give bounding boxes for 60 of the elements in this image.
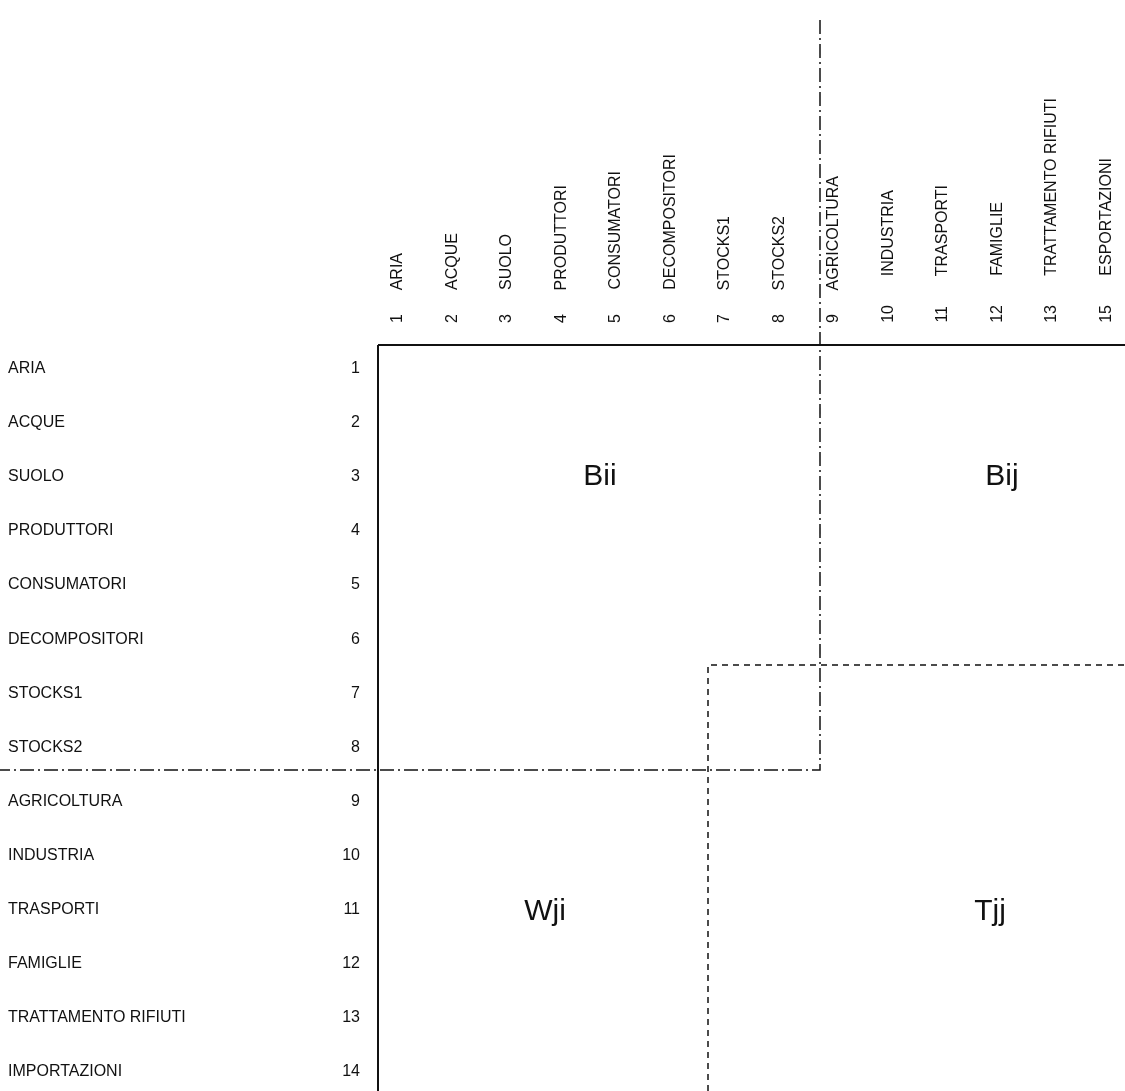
column-number: 7 bbox=[715, 314, 733, 323]
row-header: SUOLO bbox=[8, 466, 64, 487]
block-label: Bii bbox=[583, 457, 617, 493]
column-number: 6 bbox=[660, 314, 679, 323]
column-header: PRODUTTORI bbox=[551, 184, 570, 290]
row-number: 9 bbox=[351, 790, 360, 811]
row-header: CONSUMATORI bbox=[8, 574, 127, 595]
row-number: 10 bbox=[342, 844, 360, 865]
block-label: Wji bbox=[524, 892, 566, 928]
column-number: 8 bbox=[769, 314, 788, 323]
column-header: STOCKS2 bbox=[769, 215, 788, 290]
row-number: 14 bbox=[342, 1061, 360, 1082]
row-number: 12 bbox=[342, 953, 360, 974]
block-label: Bij bbox=[985, 457, 1019, 493]
column-number: 3 bbox=[497, 314, 515, 323]
row-header: PRODUTTORI bbox=[8, 520, 114, 541]
column-header: INDUSTRIA bbox=[878, 189, 897, 276]
row-header: IMPORTAZIONI bbox=[8, 1061, 123, 1082]
column-number: 2 bbox=[442, 314, 461, 323]
row-header: DECOMPOSITORI bbox=[8, 628, 144, 649]
row-number: 2 bbox=[351, 412, 360, 433]
column-header: TRATTAMENTO RIFIUTI bbox=[1042, 98, 1060, 276]
row-header: STOCKS2 bbox=[8, 736, 83, 757]
row-number: 3 bbox=[351, 466, 360, 487]
row-header: AGRICOLTURA bbox=[8, 790, 123, 811]
row-header: TRASPORTI bbox=[8, 899, 100, 919]
row-number: 11 bbox=[343, 899, 360, 919]
row-number: 13 bbox=[342, 1007, 360, 1028]
column-number: 11 bbox=[933, 306, 951, 323]
column-number: 4 bbox=[551, 314, 570, 323]
column-number: 15 bbox=[1096, 305, 1115, 323]
column-number: 5 bbox=[606, 314, 624, 323]
column-number: 9 bbox=[824, 314, 842, 323]
column-header: ARIA bbox=[388, 252, 406, 290]
row-header: TRATTAMENTO RIFIUTI bbox=[8, 1007, 186, 1028]
column-header: ESPORTAZIONI bbox=[1096, 158, 1115, 276]
column-header: SUOLO bbox=[497, 234, 515, 290]
column-number: 10 bbox=[878, 305, 897, 323]
row-header: INDUSTRIA bbox=[8, 844, 95, 865]
row-number: 7 bbox=[351, 682, 360, 703]
column-header: ACQUE bbox=[442, 233, 461, 290]
row-number: 6 bbox=[351, 628, 360, 649]
row-header: ACQUE bbox=[8, 412, 65, 433]
row-number: 1 bbox=[351, 358, 360, 378]
row-number: 8 bbox=[351, 736, 360, 757]
column-number: 1 bbox=[388, 314, 406, 323]
row-header: ARIA bbox=[8, 358, 46, 378]
column-header: FAMIGLIE bbox=[987, 202, 1006, 276]
row-header: STOCKS1 bbox=[8, 682, 83, 703]
column-header: AGRICOLTURA bbox=[824, 175, 842, 290]
row-number: 4 bbox=[351, 520, 360, 541]
column-header: DECOMPOSITORI bbox=[660, 154, 679, 290]
column-header: CONSUMATORI bbox=[606, 171, 624, 290]
row-header: FAMIGLIE bbox=[8, 953, 82, 974]
column-header: STOCKS1 bbox=[715, 215, 733, 290]
row-number: 5 bbox=[351, 574, 360, 595]
column-header: TRASPORTI bbox=[933, 184, 951, 276]
column-number: 12 bbox=[987, 305, 1006, 323]
block-label: Tjj bbox=[974, 892, 1006, 928]
column-number: 13 bbox=[1042, 305, 1060, 323]
